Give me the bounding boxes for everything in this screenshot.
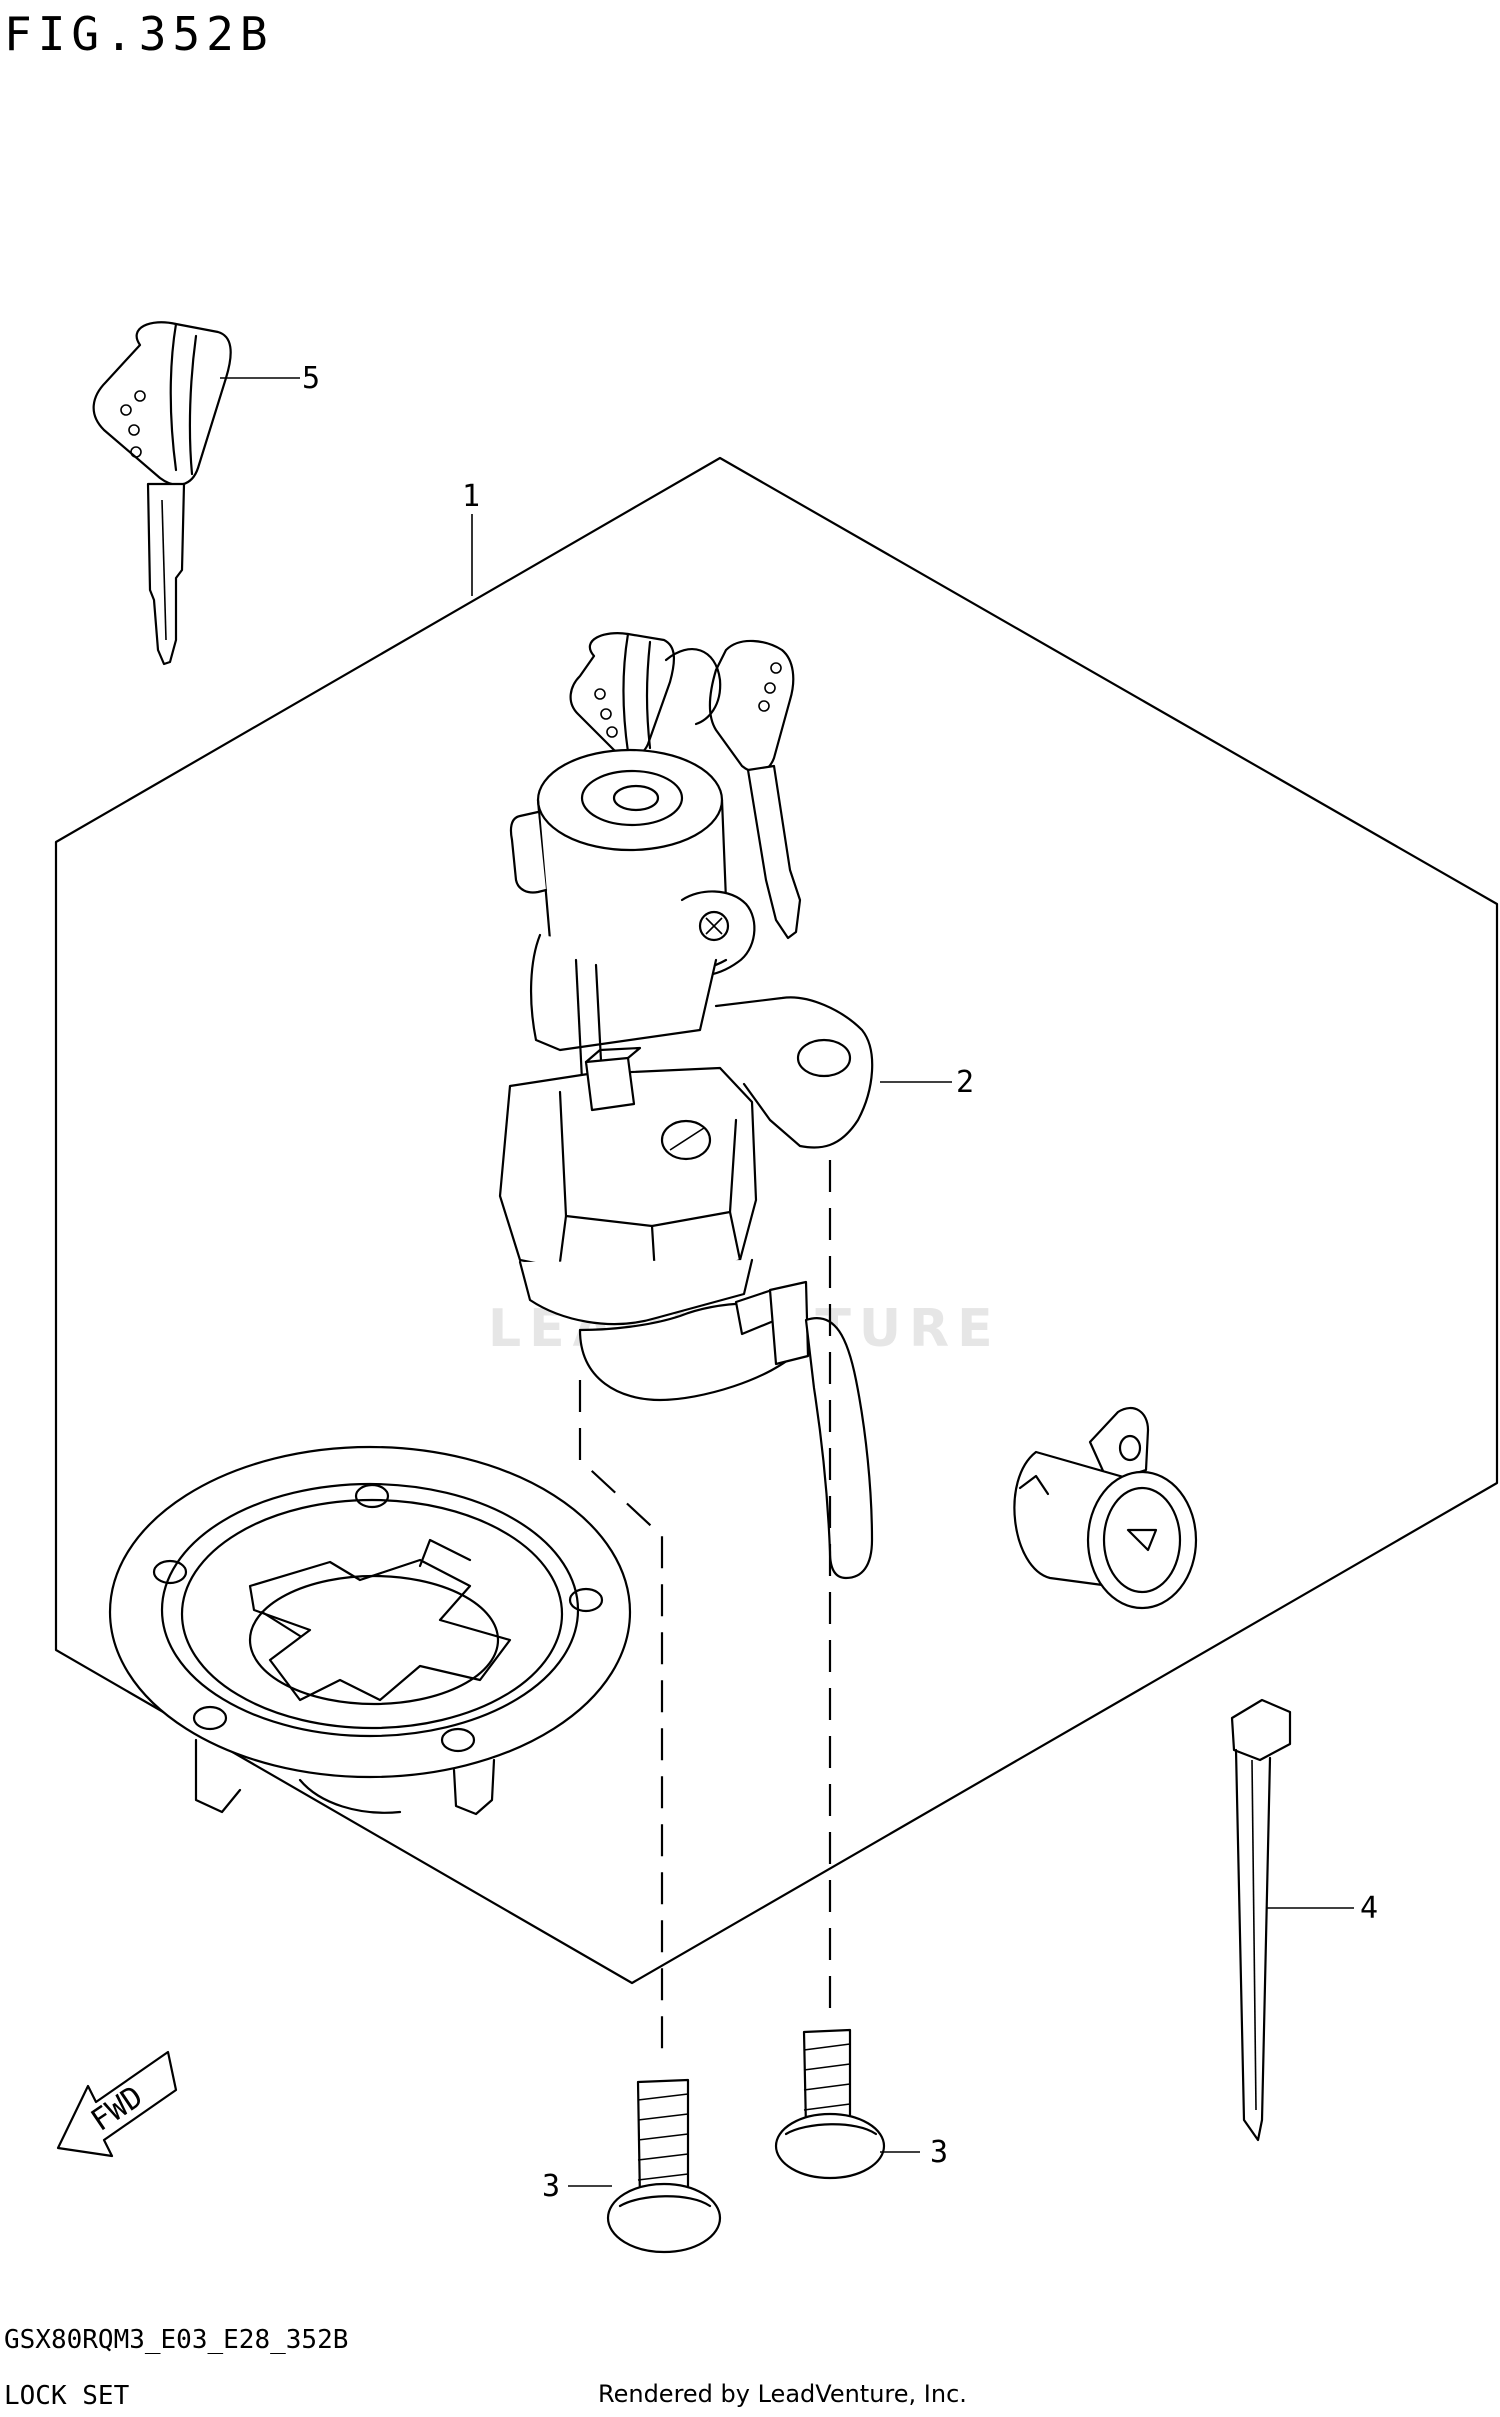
figure-title: FIG.352B [4,7,274,61]
fwd-arrow-icon: FWD [56,2050,178,2158]
section-name: LOCK SET [4,2381,130,2411]
fuel-cap-assembly[interactable] [108,1445,632,1816]
cable-tie-part-4[interactable] [1230,1698,1292,2142]
model-code: GSX80RQM3_E03_E28_352B [4,2325,348,2355]
callout-4: 4 [1360,1891,1378,1926]
callout-3-left: 3 [542,2169,560,2204]
callout-3-right: 3 [930,2135,948,2170]
ignition-switch-part-2[interactable] [498,632,874,1580]
screw-centerline-left [578,1380,664,2060]
callout-2: 2 [956,1065,974,1100]
seat-lock-cylinder[interactable] [1013,1406,1198,1610]
callout-1: 1 [462,479,480,514]
key-part-5[interactable] [92,321,232,666]
screw-part-3-left[interactable] [606,2078,722,2254]
credit-text: Rendered by LeadVenture, Inc. [598,2380,967,2408]
callout-5: 5 [302,361,320,396]
screw-part-3-right[interactable] [774,2028,886,2180]
assembly-outline [54,456,1499,1985]
